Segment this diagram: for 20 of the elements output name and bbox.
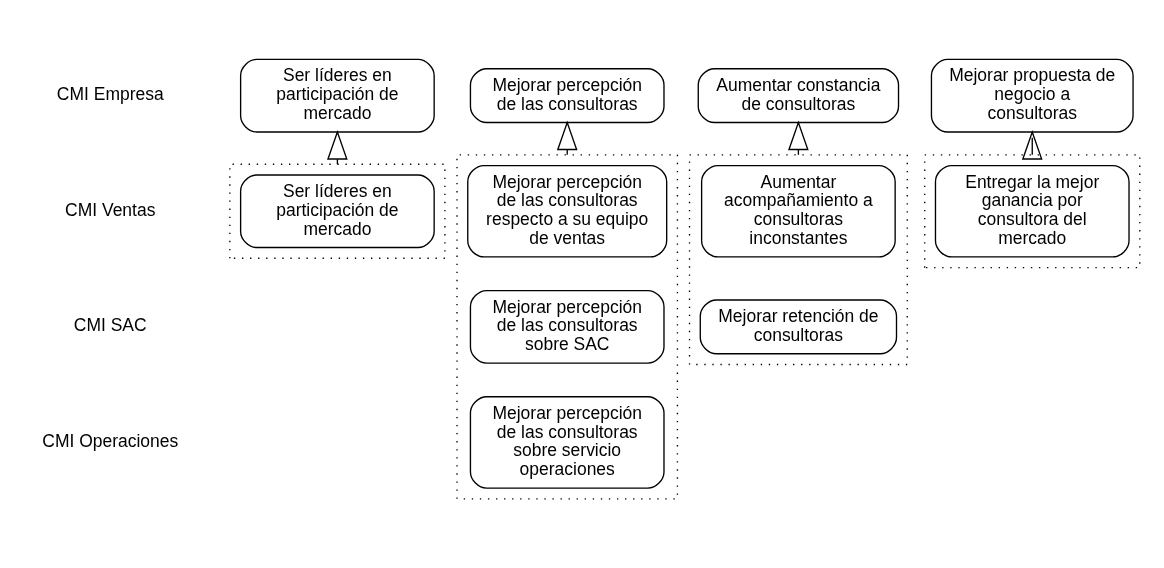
node-box: Mejorar percepción de las consultoras respecto a su equipo de ventas <box>467 164 668 258</box>
node-box: Aumentar acompañamiento a consultoras inconstantes <box>700 164 896 258</box>
node-box: Aumentar constancia de consultoras <box>697 67 900 123</box>
node-box: Ser líderes en participación de mercado <box>239 58 435 133</box>
arrow <box>1021 129 1043 160</box>
cluster <box>924 153 1141 268</box>
cluster <box>456 153 679 500</box>
node-box: Mejorar retención de consultoras <box>699 298 898 354</box>
label: CMI Empresa <box>56 83 164 104</box>
label: CMI Ventas <box>65 199 156 220</box>
node-box: Mejorar percepción de las consultoras <box>469 67 665 123</box>
node-box: Mejorar propuesta de negocio a consultoras <box>930 58 1134 133</box>
node-box: Ser líderes en participación de mercado <box>239 173 435 248</box>
label: CMI Operaciones <box>42 430 179 451</box>
node-box: Mejorar percepción de las consultoras sobre servicio operaciones <box>469 395 665 489</box>
cluster <box>688 153 908 365</box>
node-box: Entregar la mejor ganancia por consultora del mercado <box>934 164 1130 258</box>
label: CMI SAC <box>73 314 147 335</box>
cluster <box>229 163 446 259</box>
node-box: Mejorar percepción de las consultoras sobre SAC <box>469 289 665 364</box>
